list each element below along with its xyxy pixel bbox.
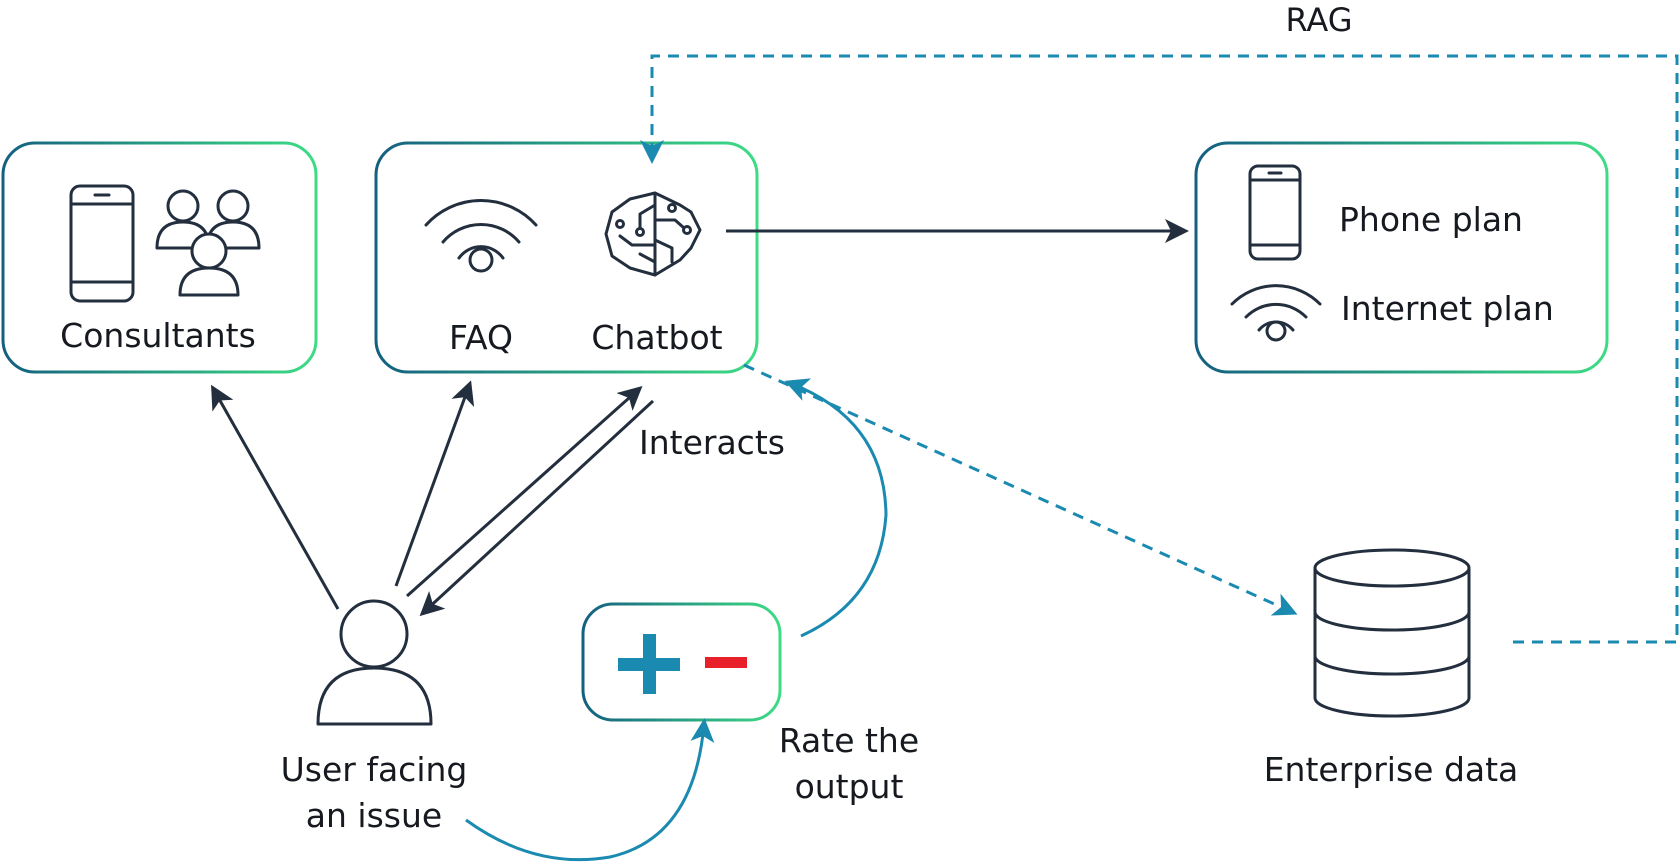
consultants-label: Consultants bbox=[60, 316, 256, 355]
arrow-user-to-rating bbox=[465, 718, 715, 862]
minus-icon bbox=[705, 657, 747, 668]
arrow-rating-to-chatbot bbox=[784, 378, 888, 638]
arrow-chatbot-to-enterprise-data bbox=[743, 363, 1298, 616]
enterprise-data-label: Enterprise data bbox=[1264, 750, 1519, 789]
rate-label-line1: Rate the bbox=[779, 721, 919, 760]
arrow-rag-loop bbox=[640, 54, 1679, 644]
chatbot-label: Chatbot bbox=[591, 318, 722, 357]
interacts-label: Interacts bbox=[639, 423, 785, 462]
plans-box bbox=[1194, 141, 1609, 374]
user-icon bbox=[316, 599, 433, 726]
rag-label: RAG bbox=[1285, 1, 1352, 39]
rating-box bbox=[581, 602, 782, 722]
brain-circuit-icon bbox=[604, 191, 702, 277]
database-icon bbox=[1313, 548, 1471, 718]
consultants-box bbox=[1, 141, 318, 374]
arrow-user-to-consultants bbox=[211, 384, 340, 610]
arrow-user-to-chatbot bbox=[406, 386, 643, 598]
arrow-chatbot-to-user bbox=[419, 399, 655, 617]
arrow-user-to-faq bbox=[394, 380, 475, 587]
smartphone-icon bbox=[1248, 164, 1302, 261]
faq-chatbot-box bbox=[374, 141, 759, 374]
rate-label-line2: output bbox=[795, 767, 904, 806]
users-group-icon bbox=[155, 189, 261, 297]
smartphone-icon bbox=[69, 184, 135, 303]
internet-plan-label: Internet plan bbox=[1341, 289, 1554, 328]
user-label-line2: an issue bbox=[306, 796, 442, 835]
phone-plan-label: Phone plan bbox=[1339, 200, 1523, 239]
wifi-icon bbox=[1230, 284, 1322, 342]
faq-label: FAQ bbox=[449, 318, 513, 357]
plus-icon bbox=[618, 634, 680, 694]
wifi-icon bbox=[424, 199, 538, 273]
user-label-line1: User facing bbox=[281, 750, 468, 789]
